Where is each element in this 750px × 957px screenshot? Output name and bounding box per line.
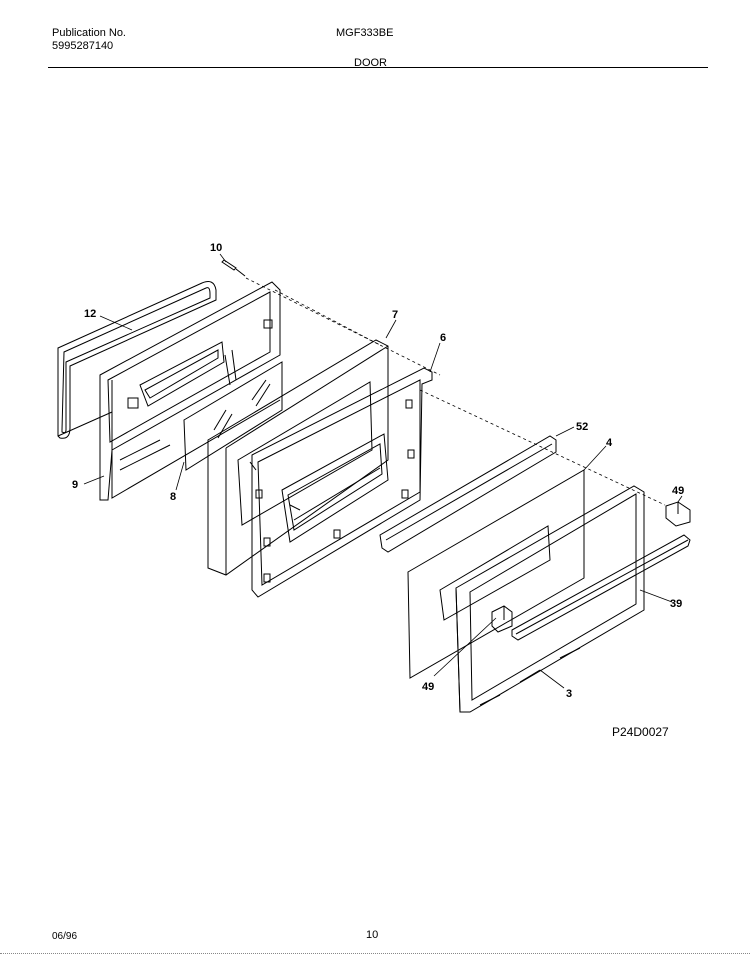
callout-9: 9	[72, 479, 78, 491]
publication-label: Publication No.	[52, 27, 126, 39]
inner-frame-part-6	[251, 367, 433, 598]
liner-part-7	[207, 339, 389, 576]
callout-52: 52	[576, 421, 588, 433]
gasket-part-12	[57, 281, 217, 439]
callout-6: 6	[440, 332, 446, 344]
alignment-lines	[245, 277, 666, 506]
glass-part-8	[183, 361, 283, 471]
callout-49-left: 49	[422, 681, 434, 693]
callout-39: 39	[670, 598, 682, 610]
callout-10: 10	[210, 242, 222, 254]
callout-12: 12	[84, 308, 96, 320]
callout-7: 7	[392, 309, 398, 321]
callout-labels: 10 12 7 6 9 8 52 4 49 39 49 3	[72, 242, 684, 700]
vent-trim-part-52	[379, 435, 557, 553]
callout-49-right: 49	[672, 485, 684, 497]
callout-3: 3	[566, 688, 572, 700]
publication-number: 5995287140	[52, 40, 114, 52]
footer-rule	[0, 953, 750, 954]
callout-4: 4	[606, 437, 613, 449]
outer-glass-part-4	[407, 469, 585, 679]
screw-part-10	[221, 259, 246, 277]
diagram-code: P24D0027	[612, 725, 669, 739]
publication-date: 06/96	[52, 931, 78, 942]
end-cap-part-49-left	[491, 605, 513, 633]
outer-door-part-3	[455, 485, 645, 713]
handle-part-39	[511, 534, 691, 641]
inner-door-part-9	[99, 281, 281, 501]
callout-leaders	[83, 253, 683, 689]
section-title: DOOR	[354, 57, 387, 69]
callout-8: 8	[170, 491, 176, 503]
page-number: 10	[366, 929, 379, 941]
end-cap-part-49-right	[665, 501, 691, 527]
model-number: MGF333BE	[336, 27, 394, 39]
header-rule	[48, 67, 708, 68]
